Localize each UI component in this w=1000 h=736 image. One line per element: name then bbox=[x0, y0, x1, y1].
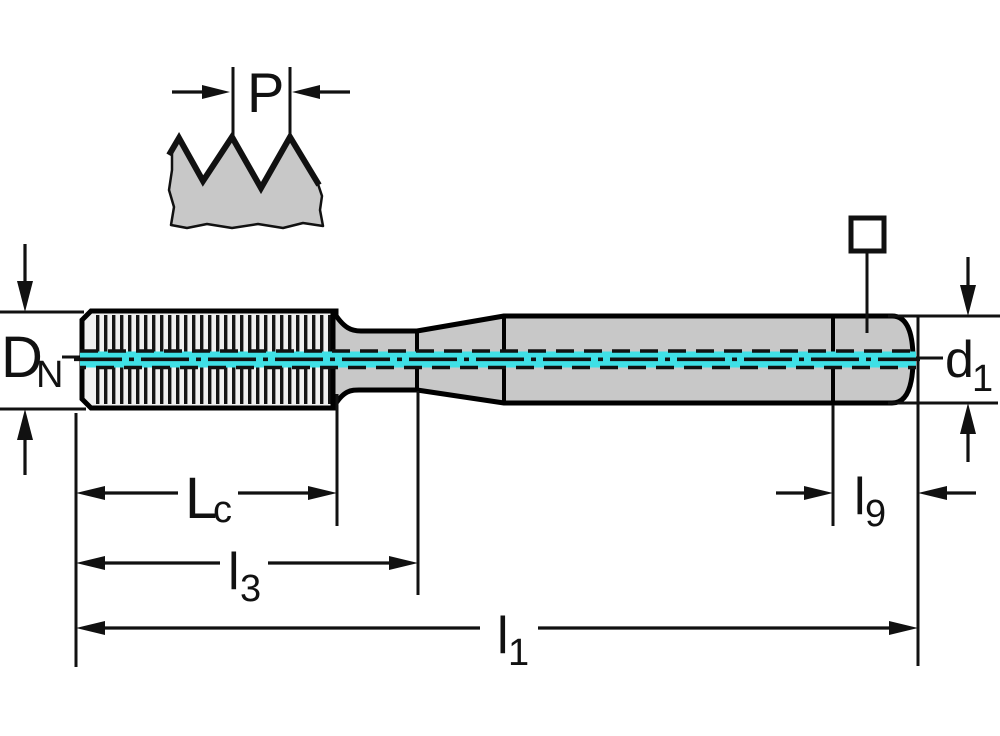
dn-dimension: D N bbox=[0, 244, 86, 475]
l3-arrow-right-head bbox=[389, 556, 418, 570]
square-drive-annotation bbox=[848, 215, 887, 333]
dn-label-main: D bbox=[1, 325, 43, 390]
l9-arrow-right-head bbox=[918, 486, 947, 500]
l9-label-sub: 9 bbox=[865, 493, 886, 535]
l9-arrow-left-head bbox=[804, 486, 833, 500]
pitch-dimension: P bbox=[172, 61, 350, 124]
l1-dimension: l 1 bbox=[76, 607, 918, 674]
l1-arrow-left-head bbox=[76, 621, 105, 635]
d1-label-sub: 1 bbox=[972, 358, 993, 400]
lc-arrow-right-head bbox=[308, 486, 337, 500]
l1-label-sub: 1 bbox=[508, 632, 529, 674]
dn-arrow-top-head bbox=[17, 281, 33, 312]
l1-label-main: l bbox=[497, 607, 509, 665]
dn-label-sub: N bbox=[36, 354, 63, 396]
l3-label-sub: 3 bbox=[240, 568, 261, 610]
d1-arrow-top-head bbox=[960, 285, 976, 316]
l9-label-main: l bbox=[854, 468, 866, 526]
thread-profile-teeth-edge bbox=[166, 131, 322, 195]
l3-dimension: l 3 bbox=[76, 543, 418, 610]
centerline bbox=[74, 349, 920, 370]
square-drive-symbol-icon bbox=[848, 215, 887, 254]
dn-arrow-bottom-head bbox=[17, 409, 33, 440]
thread-section-outline bbox=[79, 308, 339, 411]
d1-arrow-bottom-head bbox=[960, 403, 976, 434]
pitch-arrow-left-head bbox=[202, 85, 230, 99]
l1-arrow-right-head bbox=[889, 621, 918, 635]
pitch-arrow-right-head bbox=[292, 85, 320, 99]
lc-label-main: L bbox=[185, 466, 217, 531]
l9-dimension: l 9 bbox=[776, 468, 976, 535]
extension-lines bbox=[74, 316, 920, 667]
d1-label-main: d bbox=[945, 331, 974, 389]
lc-arrow-left-head bbox=[76, 486, 105, 500]
l3-label-main: l bbox=[228, 543, 240, 601]
l3-arrow-left-head bbox=[76, 556, 105, 570]
thread-profile-detail: P bbox=[166, 61, 350, 230]
lc-label-sub: c bbox=[213, 489, 232, 531]
pitch-label: P bbox=[247, 61, 284, 124]
d1-dimension: d 1 bbox=[888, 257, 1000, 462]
lc-dimension: L c bbox=[76, 466, 337, 531]
